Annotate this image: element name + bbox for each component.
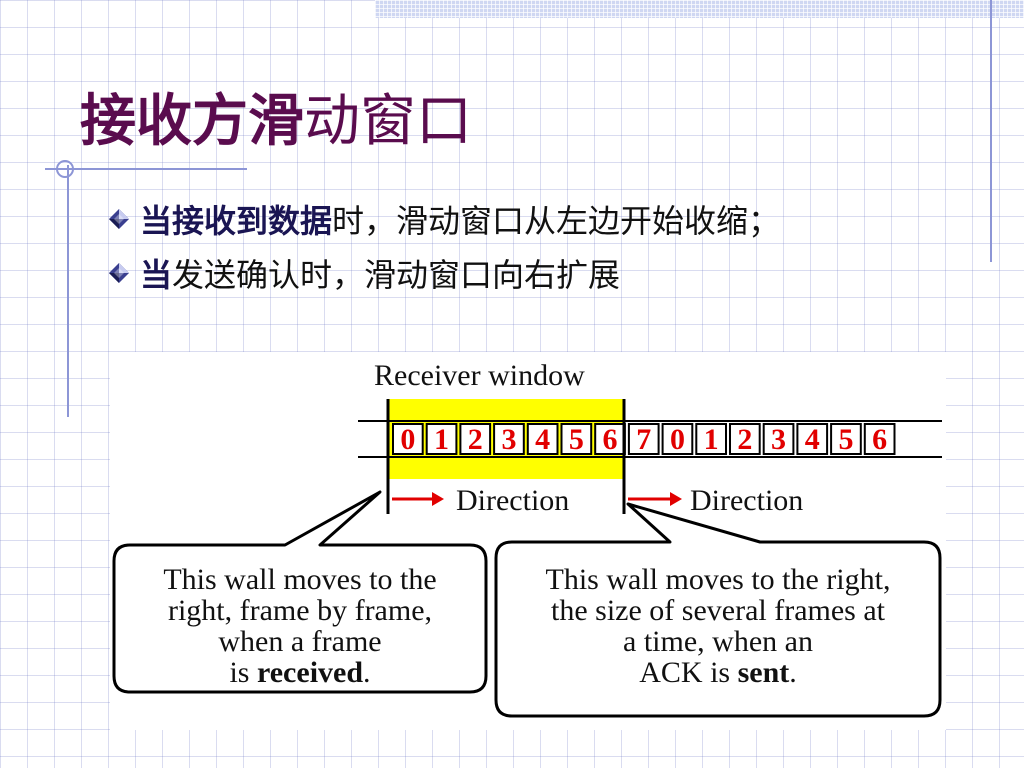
decorative-circle [56, 160, 74, 178]
title-underline [45, 168, 247, 170]
callout-left-line-1: This wall moves to the [163, 563, 436, 596]
receiver-window-label: Receiver window [374, 359, 585, 392]
callout-left-line-3: when a frame [218, 625, 381, 658]
frame-number: 2 [468, 423, 483, 456]
frame-number: 0 [400, 423, 415, 456]
bullet-item: 当发送确认时，滑动窗口向右扩展 [108, 246, 780, 300]
frame-number: 3 [501, 423, 516, 456]
diamond-bullet-icon [109, 209, 129, 229]
bullet-item: 当接收到数据时，滑动窗口从左边开始收缩； [108, 192, 780, 246]
frame-number: 3 [771, 423, 786, 456]
bullet-bold-text: 当接收到数据 [140, 202, 333, 240]
frame-cell [695, 423, 727, 455]
callout-left: This wall moves to the right, frame by f… [112, 490, 488, 694]
frame-cell [729, 423, 761, 455]
callout-right-emphasis: sent [738, 656, 790, 689]
frame-number: 5 [838, 423, 853, 456]
callout-left-line-4: is received. [229, 656, 370, 689]
callout-right-line-4: ACK is sent. [639, 656, 797, 689]
frame-cell [863, 423, 896, 455]
slide-title: 接收方滑动窗口 [80, 86, 472, 158]
frame-number: 6 [603, 423, 618, 456]
frame-cell [459, 423, 492, 455]
bullet-text: 发送确认时，滑动窗口向右扩展 [172, 256, 621, 294]
frame-cell [830, 423, 862, 455]
direction-arrow-right [628, 492, 682, 506]
frame-cell [627, 423, 660, 455]
callout-right: This wall moves to the right, the size o… [494, 502, 942, 718]
frame-cell [594, 423, 626, 455]
callout-right-line-2: the size of several frames at [551, 594, 886, 627]
frame-number: 5 [569, 423, 584, 456]
direction-label-right: Direction [690, 484, 803, 517]
slide-title-regular-part: 动窗口 [304, 89, 472, 154]
bullet-text: 时，滑动窗口从左边开始收缩； [332, 202, 781, 240]
frame-number: 1 [434, 423, 449, 456]
frame-cell [796, 423, 829, 455]
frame-number: 6 [872, 423, 887, 456]
frame-cell [526, 423, 559, 455]
header-pattern-band [375, 0, 1024, 18]
decorative-vertical-line-left [67, 165, 69, 417]
direction-arrow-left [392, 492, 444, 506]
callout-right-line-3: a time, when an [623, 625, 813, 658]
frame-cell [661, 423, 694, 455]
frame-number: 0 [670, 423, 685, 456]
frame-cell [762, 423, 795, 455]
frame-number: 7 [636, 423, 651, 456]
frame-cell [392, 423, 424, 455]
frame-number: 2 [737, 423, 752, 456]
direction-label-left: Direction [456, 484, 569, 517]
callout-right-line-1: This wall moves to the right, [546, 563, 891, 596]
frame-number: 4 [805, 423, 820, 456]
decorative-vertical-line-right [990, 0, 992, 262]
callout-left-line-2: right, frame by frame, [168, 594, 432, 627]
slide-title-bold-part: 接收方滑 [80, 89, 304, 154]
bullet-bold-text: 当 [140, 256, 173, 294]
bullet-list: 当接收到数据时，滑动窗口从左边开始收缩； 当发送确认时，滑动窗口向右扩展 [108, 192, 780, 300]
frame-cell [493, 423, 525, 455]
diamond-bullet-icon [109, 263, 129, 283]
frame-number: 1 [704, 423, 719, 456]
frame-cell [425, 423, 458, 455]
frame-cell [560, 423, 593, 455]
frame-number: 4 [535, 423, 550, 456]
callout-left-emphasis: received [257, 656, 363, 689]
